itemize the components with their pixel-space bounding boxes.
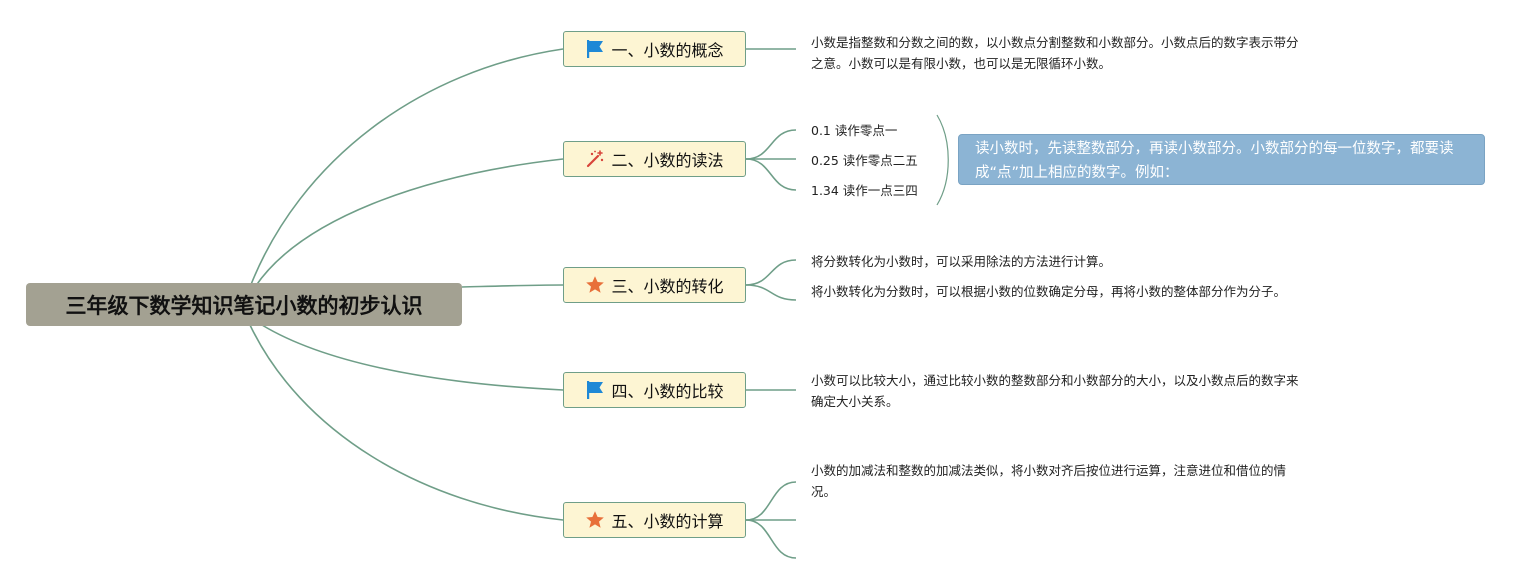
reading-example-1[interactable]: 0.1 读作零点一 [811,123,898,138]
star-icon [585,510,605,530]
connector-root-branch-2 [254,158,564,288]
branch-label: 一、小数的概念 [611,41,724,60]
branch-label: 五、小数的计算 [611,512,724,531]
branch-label: 二、小数的读法 [611,151,724,170]
calculation-description[interactable]: 小数的加减法和整数的加减法类似，将小数对齐后按位进行运算，注意进位和借位的情况。 [811,463,1287,499]
branch-comparison[interactable]: 四、小数的比较 [563,372,746,408]
flag-icon [585,39,605,59]
connector-branch-2-leaf-1 [745,129,797,160]
concept-description[interactable]: 小数是指整数和分数之间的数，以小数点分割整数和小数部分。小数点后的数字表示带分之… [811,35,1299,71]
reading-example-2[interactable]: 0.25 读作零点二五 [811,153,918,168]
branch-label: 三、小数的转化 [611,277,724,296]
connector-root-branch-5 [249,324,564,521]
magic-wand-icon [585,149,605,169]
reading-summary-callout[interactable]: 读小数时，先读整数部分，再读小数部分。小数部分的每一位数字，都要读成“点”加上相… [958,134,1485,185]
branch-concept[interactable]: 一、小数的概念 [563,31,746,67]
connector-branch-2-leaf-3 [745,158,797,191]
connector-branch-3-leaf-1 [745,259,797,286]
root-topic[interactable]: 三年级下数学知识笔记小数的初步认识 [26,283,462,326]
connector-root-branch-3 [461,284,564,288]
connector-branch-3-leaf-2 [745,284,797,301]
flag-icon [585,380,605,400]
root-topic-label: 三年级下数学知识笔记小数的初步认识 [65,293,423,318]
connector-branch-5-leaf-1 [745,481,797,521]
conversion-fraction-to-decimal[interactable]: 将分数转化为小数时，可以采用除法的方法进行计算。 [811,254,1112,269]
reading-example-3[interactable]: 1.34 读作一点三四 [811,183,918,198]
reading-summary-text: 读小数时，先读整数部分，再读小数部分。小数部分的每一位数字，都要读成“点”加上相… [975,141,1454,181]
connector-root-branch-4 [261,324,564,391]
comparison-description[interactable]: 小数可以比较大小，通过比较小数的整数部分和小数部分的大小，以及小数点后的数字来确… [811,373,1299,409]
star-icon [585,275,605,295]
conversion-decimal-to-fraction[interactable]: 将小数转化为分数时，可以根据小数的位数确定分母，再将小数的整体部分作为分子。 [811,284,1287,299]
branch-label: 四、小数的比较 [611,382,724,401]
summary-bracket [936,114,949,206]
branch-conversion[interactable]: 三、小数的转化 [563,267,746,303]
branch-calculation[interactable]: 五、小数的计算 [563,502,746,538]
connector-root-branch-1 [249,48,564,288]
connector-branch-5-leaf-3 [745,519,797,559]
branch-reading[interactable]: 二、小数的读法 [563,141,746,177]
